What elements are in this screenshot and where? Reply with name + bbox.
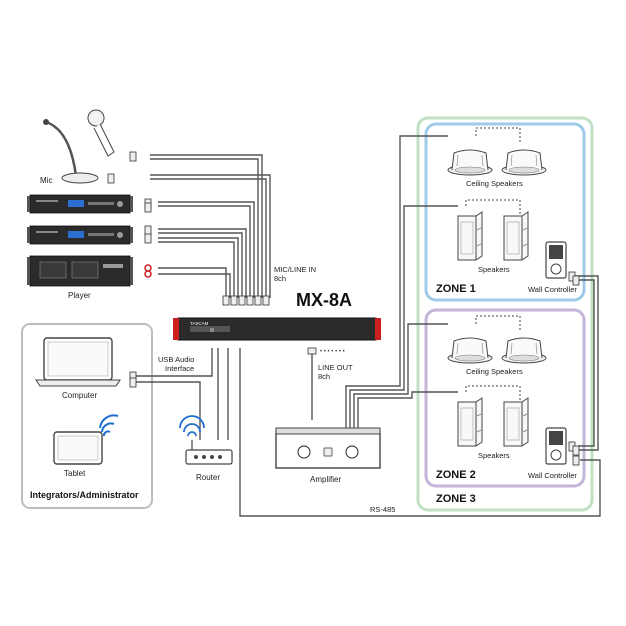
line-out-connector: • • • • • • • [307,347,345,355]
zone-1-wall-label: Wall Controller [528,285,577,294]
zone-1-frame [424,122,586,302]
player-connectors [144,198,152,278]
zone-2-wall-controller [545,427,567,465]
zone-3-name: ZONE 3 [436,493,476,505]
zone-1-name: ZONE 1 [436,283,476,295]
zone-1-box-speakers [457,211,529,261]
line-out-ch-label: 8ch [318,372,330,381]
line-out-label: LINE OUT [318,363,353,372]
player-device-2 [26,225,134,245]
player-device-1 [26,194,134,214]
mic-line-in-ch-label: 8ch [274,274,286,283]
zone-2-name: ZONE 2 [436,469,476,481]
cables [130,135,601,517]
laptop-computer-icon [35,337,121,387]
svg-text:• • • • • • •: • • • • • • • [320,349,345,355]
zone-2-frame [424,308,586,488]
integrators-label: Integrators/Administrator [30,490,139,500]
usb-audio-label-2: Interface [165,364,194,373]
zone-3-frame [416,116,594,512]
integrators-frame [21,323,153,509]
mic-line-in-label: MIC/LINE IN [274,265,316,274]
usb-audio-label: USB Audio [158,355,194,364]
rs485-label: RS-485 [370,505,395,514]
zone-1-speakers-label: Speakers [478,265,510,274]
zone-1-controller-connectors [568,271,580,286]
zone-1-ceiling-label: Ceiling Speakers [466,179,523,188]
handheld-mic-icon [87,109,115,157]
mic-label: Mic [40,176,52,185]
zone-2-controller-connectors [568,441,580,466]
tablet-icon [53,431,103,465]
zone-1-wall-controller [545,241,567,279]
mx8a-device: TASCAM [173,317,381,341]
zone-1-ceiling-speakers [447,149,547,176]
gooseneck-mic-icon [43,119,99,184]
router-icon [185,440,233,465]
mx8a-brand: TASCAM [190,321,209,326]
cassette-player-device [27,255,133,287]
player-label: Player [68,291,91,300]
zone-2-box-speakers [457,397,529,447]
zone-2-ceiling-speakers [447,337,547,364]
wifi-icon [99,414,119,437]
zone-2-ceiling-label: Ceiling Speakers [466,367,523,376]
zone-2-speakers-label: Speakers [478,451,510,460]
product-title: MX-8A [296,290,352,310]
router-label: Router [196,473,220,482]
computer-label: Computer [62,391,97,400]
tablet-label: Tablet [64,469,86,478]
router-wifi-icon [179,415,205,437]
amplifier-icon [275,427,381,469]
amplifier-label: Amplifier [310,475,341,484]
zone-2-wall-label: Wall Controller [528,471,577,480]
